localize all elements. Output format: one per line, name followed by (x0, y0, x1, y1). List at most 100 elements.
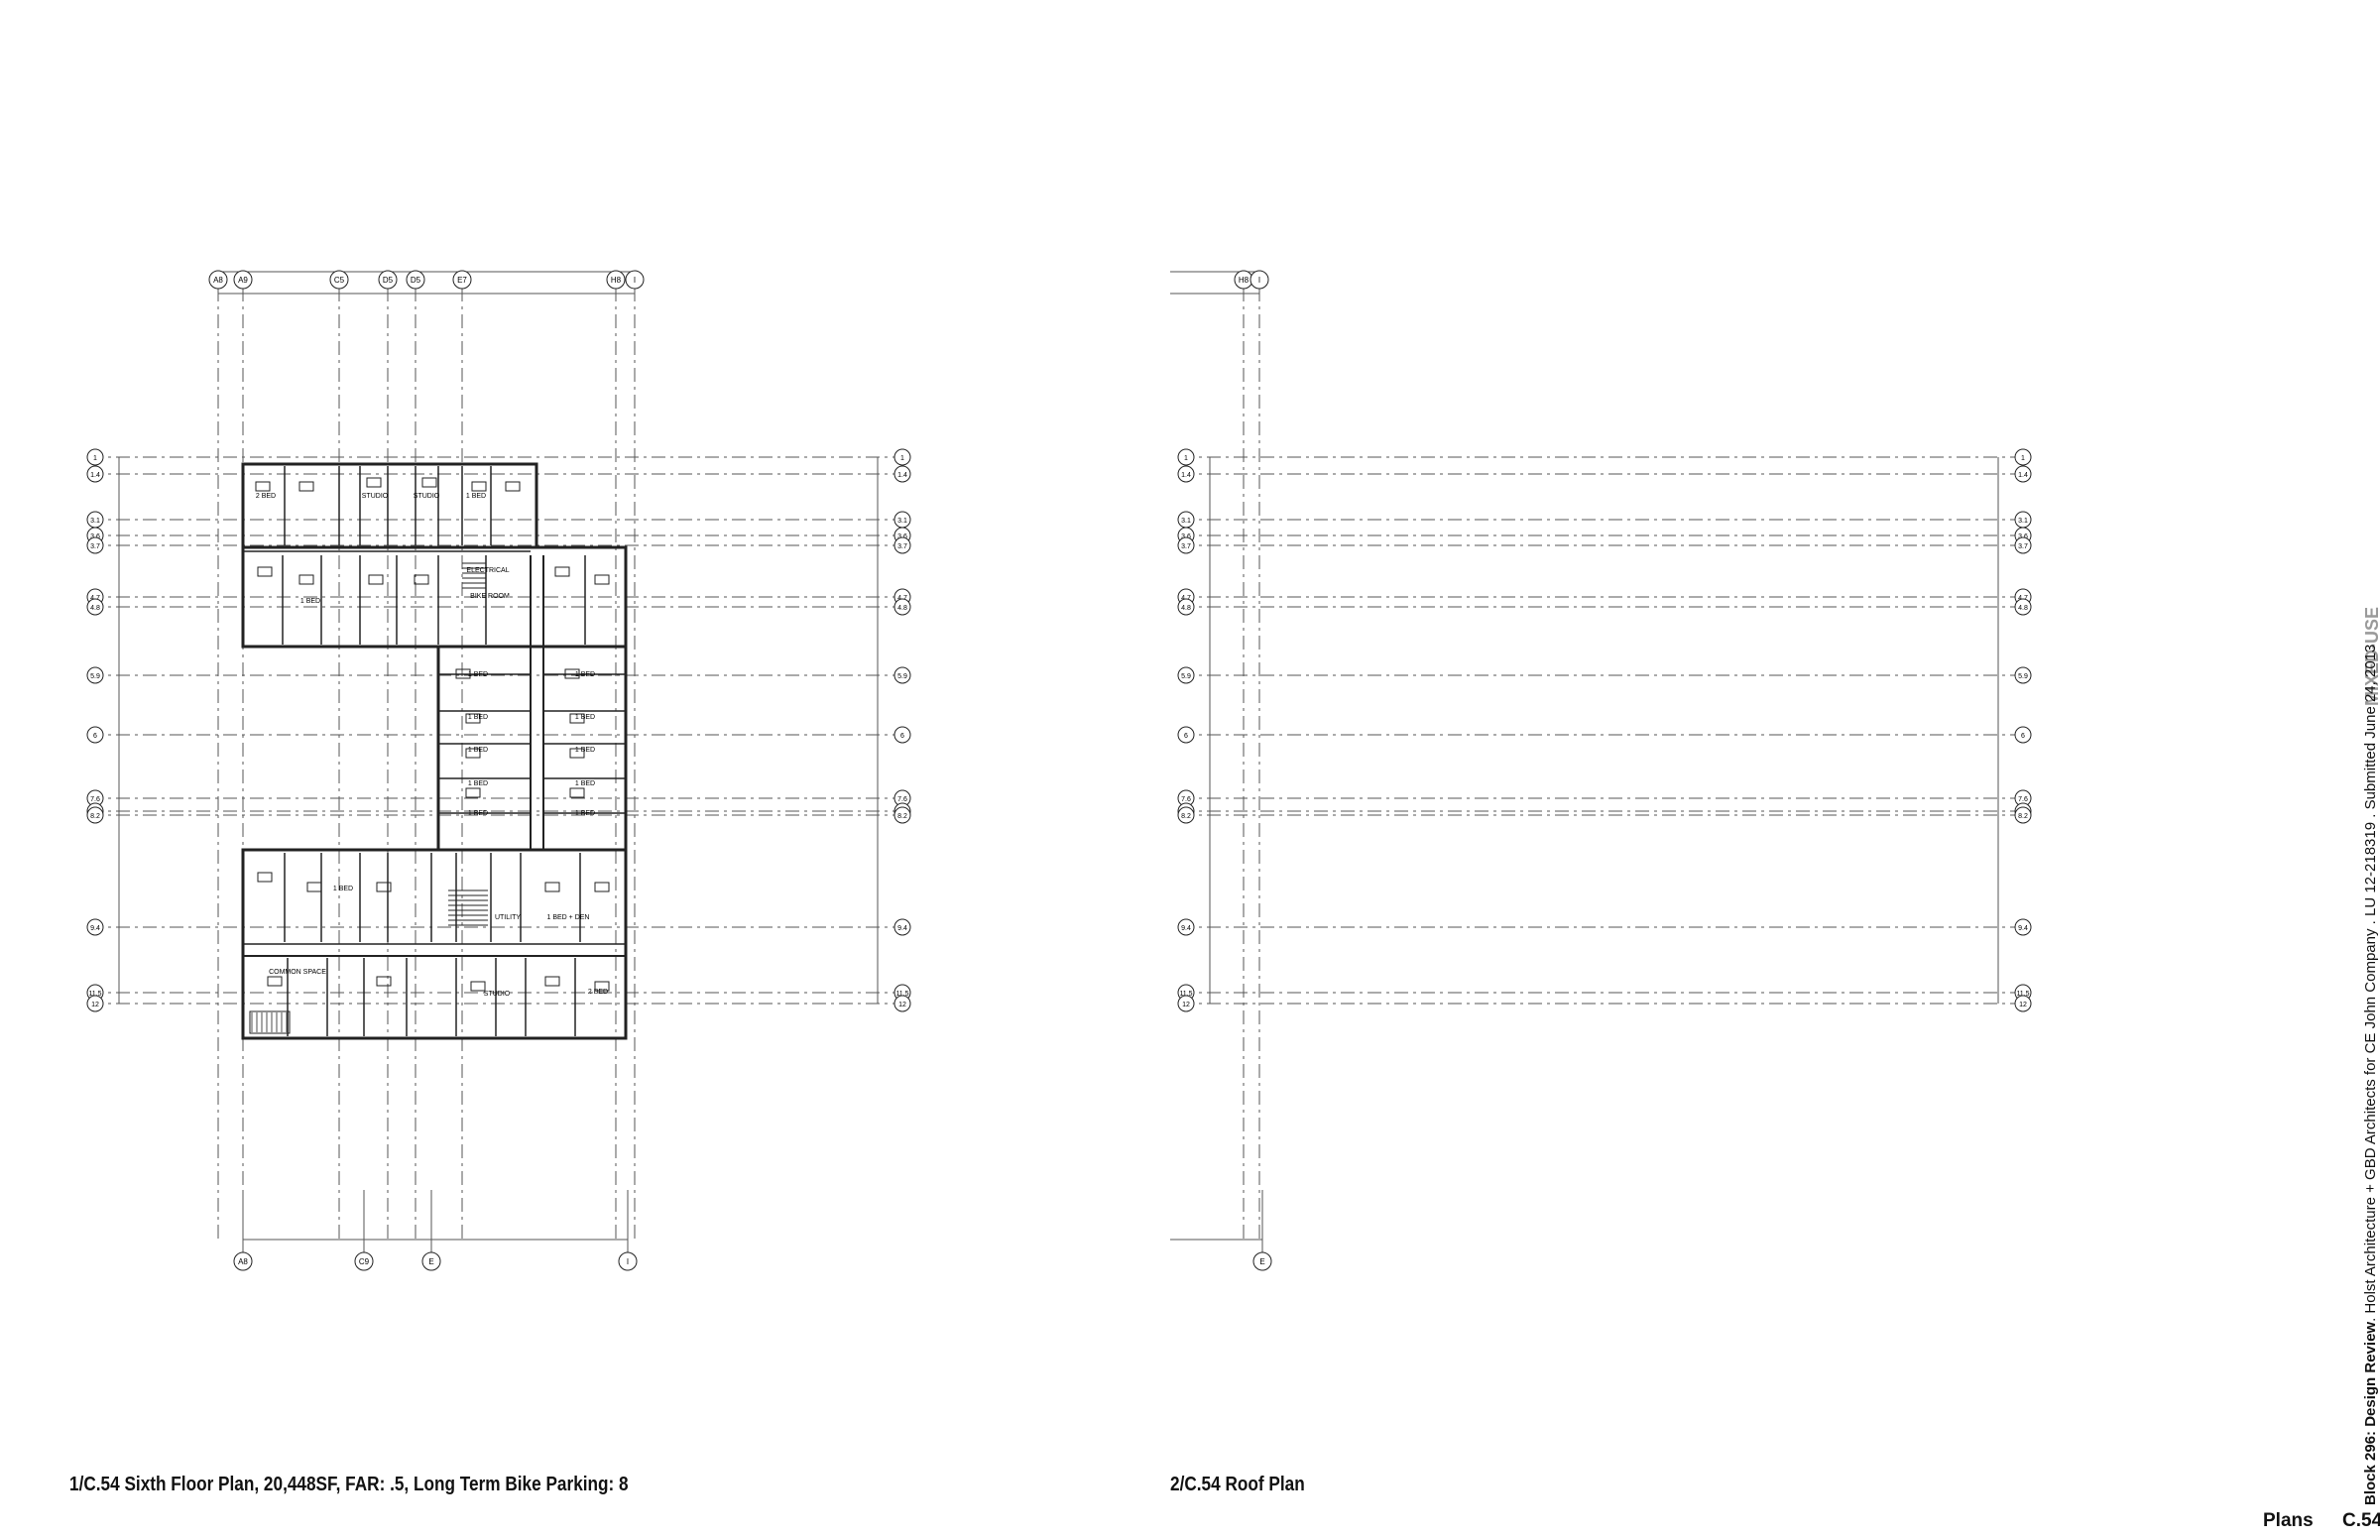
row-bubble-label: 6 (93, 733, 97, 740)
row-bubble-label: 3.7 (90, 543, 100, 550)
column-bubble-label: D5 (383, 276, 394, 285)
row-bubble-label: 1 (900, 455, 904, 462)
row-bubble-label: 4.8 (90, 605, 100, 612)
project-details: . Holst Architecture + GBD Architects fo… (2362, 644, 2379, 1322)
row-bubble-label: 1.4 (1181, 472, 1191, 479)
room-label: 1 BED (575, 714, 595, 721)
column-bubble-label: A8 (213, 276, 223, 285)
row-bubble-label: 11.5 (895, 991, 908, 998)
row-bubble-label: 6 (1184, 733, 1188, 740)
room-label: 1 BED + DEN (547, 914, 590, 921)
fixture (298, 481, 314, 492)
fixture (376, 882, 392, 892)
row-bubble (893, 918, 911, 936)
section-label: Plans (2263, 1510, 2314, 1531)
fixture (544, 882, 560, 892)
fixture (267, 976, 283, 987)
row-bubble-label: 1 (2021, 455, 2025, 462)
row-bubble (1177, 448, 1195, 466)
row-bubble-label: 3.6 (90, 533, 100, 540)
room-label: 1 BED (575, 810, 595, 817)
room-label: STUDIO (414, 493, 440, 500)
fixture (544, 976, 560, 987)
room-label: 1 BED (468, 714, 488, 721)
row-bubble-label: 3.6 (897, 533, 907, 540)
row-bubble (86, 448, 104, 466)
fixture (471, 481, 487, 492)
room-label: 1 BED (575, 747, 595, 754)
fixture (465, 713, 481, 724)
row-bubble (2014, 806, 2032, 824)
room-label: STUDIO (484, 991, 511, 998)
fixture (564, 668, 580, 679)
column-bubble-label: I (1258, 276, 1260, 285)
row-bubble-label: 7.6 (2018, 796, 2028, 803)
row-bubble (86, 536, 104, 554)
row-bubble (2014, 536, 2032, 554)
row-bubble (2014, 598, 2032, 616)
row-bubble (86, 806, 104, 824)
room-label: 1 BED (468, 810, 488, 817)
project-title: Block 296: Design Review (2362, 1321, 2379, 1505)
roof-plan-caption: 2/C.54 Roof Plan (1170, 1474, 1305, 1495)
row-bubble (1177, 726, 1195, 744)
room-label: 1 BED (466, 493, 486, 500)
row-bubble (1177, 465, 1195, 483)
fixture (594, 981, 610, 992)
row-bubble-label: 7.6 (1181, 796, 1191, 803)
room-label: 1 BED (575, 780, 595, 787)
fixture (569, 713, 585, 724)
row-bubble-label: 1 (1184, 455, 1188, 462)
row-bubble-label: 8.2 (897, 813, 907, 820)
fixture (569, 748, 585, 759)
column-bubble-label: H8 (1239, 276, 1250, 285)
row-bubble (1177, 666, 1195, 684)
column-bubble (378, 270, 398, 290)
row-bubble-label: 8.2 (90, 813, 100, 820)
column-bubble (329, 270, 349, 290)
row-bubble-label: 3.1 (1181, 518, 1191, 525)
row-bubble-label: 5.9 (2018, 673, 2028, 680)
row-bubble (893, 536, 911, 554)
row-bubble-label: 6 (900, 733, 904, 740)
row-bubble (1177, 918, 1195, 936)
row-bubble (893, 995, 911, 1012)
row-bubble-label: 11.5 (2016, 991, 2029, 998)
row-bubble-label: 7.6 (897, 796, 907, 803)
row-bubble-label: 9.4 (90, 925, 100, 932)
row-bubble (86, 666, 104, 684)
fixture (257, 566, 273, 577)
row-bubble-label: 12 (91, 1002, 99, 1008)
fixture (465, 748, 481, 759)
column-bubble (1252, 1251, 1272, 1271)
column-bubble (406, 270, 425, 290)
column-bubble (625, 270, 645, 290)
row-bubble (2014, 666, 2032, 684)
row-bubble-label: 3.1 (897, 518, 907, 525)
row-bubble-label: 12 (2019, 1002, 2027, 1008)
column-bubble-label: H8 (611, 276, 622, 285)
row-bubble (86, 995, 104, 1012)
grid-lines (89, 271, 902, 1269)
row-bubble (2014, 448, 2032, 466)
row-bubble (86, 465, 104, 483)
row-bubble-label: 4.7 (90, 595, 100, 602)
fixture (594, 882, 610, 892)
room-label: 1 BED (300, 598, 320, 605)
row-bubble-label: 9.4 (2018, 925, 2028, 932)
row-bubble-label: 3.7 (897, 543, 907, 550)
row-bubble-label: 4.7 (1181, 595, 1191, 602)
row-bubble-label: 9.4 (897, 925, 907, 932)
row-bubble-label: 4.8 (2018, 605, 2028, 612)
row-bubble-label: 12 (898, 1002, 906, 1008)
column-bubble-label: C5 (334, 276, 345, 285)
row-bubble-label: 3.1 (2018, 518, 2028, 525)
room-label: 1 BED (468, 671, 488, 678)
row-bubble (893, 598, 911, 616)
column-bubble (233, 1251, 253, 1271)
fixture (421, 477, 437, 488)
sheet-number: C.54 (2342, 1510, 2380, 1531)
row-bubble (1177, 806, 1195, 824)
fixture (569, 787, 585, 798)
